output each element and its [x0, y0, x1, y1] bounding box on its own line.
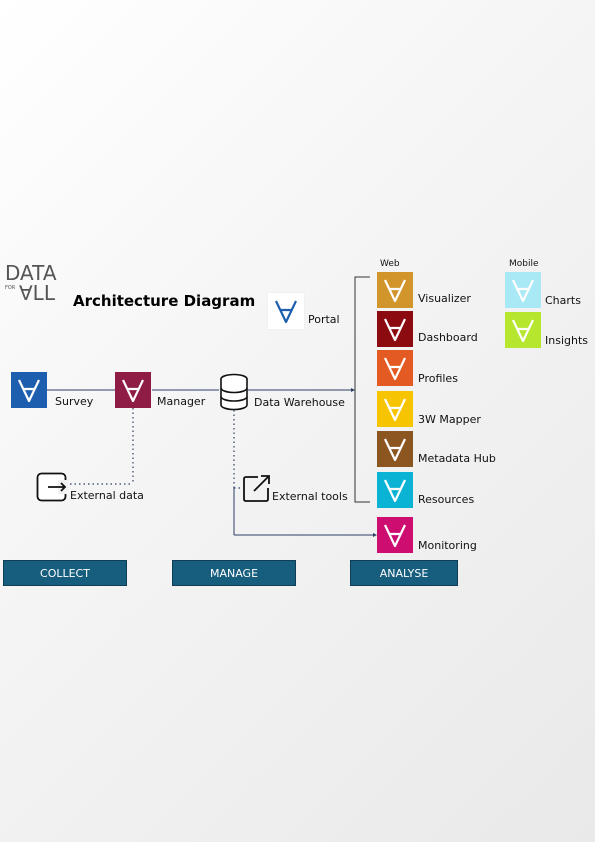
insights-tile[interactable]	[505, 312, 541, 348]
3w-mapper-tile[interactable]	[377, 391, 413, 427]
import-icon[interactable]	[36, 472, 68, 502]
phase-analyse: ANALYSE	[350, 560, 458, 586]
manager-tile[interactable]	[115, 372, 151, 408]
dashboard-label: Dashboard	[418, 331, 478, 344]
mobile-heading: Mobile	[509, 259, 539, 269]
forall-icon	[384, 357, 406, 381]
forall-icon	[512, 319, 534, 343]
external-data-label: External data	[70, 489, 144, 502]
logo-small-text: FOR	[5, 285, 16, 291]
logo-line1: DATA	[5, 261, 57, 285]
page-title: Architecture Diagram	[73, 292, 256, 310]
survey-tile[interactable]	[11, 372, 47, 408]
forall-icon	[384, 398, 406, 422]
dashboard-tile[interactable]	[377, 311, 413, 347]
phase-manage: MANAGE	[172, 560, 296, 586]
insights-label: Insights	[545, 334, 589, 347]
resources-tile[interactable]	[377, 472, 413, 508]
monitoring-tile[interactable]	[377, 517, 413, 553]
portal-tile[interactable]	[268, 293, 304, 329]
forall-icon	[122, 379, 144, 403]
visualizer-tile[interactable]	[377, 272, 413, 308]
profiles-tile[interactable]	[377, 350, 413, 386]
external-tools-label: External tools	[272, 490, 348, 503]
visualizer-label: Visualizer	[418, 292, 471, 305]
profiles-label: Profiles	[418, 372, 458, 385]
survey-label: Survey	[55, 395, 94, 408]
metadata-hub-tile[interactable]	[377, 431, 413, 467]
forall-icon	[275, 300, 297, 324]
portal-label: Portal	[308, 313, 340, 326]
forall-icon	[384, 479, 406, 503]
resources-label: Resources	[418, 493, 475, 506]
charts-tile[interactable]	[505, 272, 541, 308]
logo-line2: ∀LL	[19, 281, 55, 305]
web-heading: Web	[380, 259, 400, 269]
external-link-icon[interactable]	[242, 475, 271, 503]
metadata-hub-label: Metadata Hub	[418, 452, 496, 465]
forall-icon	[512, 279, 534, 303]
3w-mapper-label: 3W Mapper	[418, 413, 481, 426]
database-icon[interactable]	[219, 373, 249, 411]
phase-collect: COLLECT	[3, 560, 127, 586]
forall-icon	[384, 279, 406, 303]
forall-icon	[384, 438, 406, 462]
data-warehouse-label: Data Warehouse	[254, 396, 345, 409]
manager-label: Manager	[157, 395, 206, 408]
forall-icon	[384, 318, 406, 342]
forall-icon	[18, 379, 40, 403]
data-for-all-logo: DATA FOR ∀LL	[5, 263, 57, 303]
monitoring-label: Monitoring	[418, 539, 477, 552]
forall-icon	[384, 524, 406, 548]
charts-label: Charts	[545, 294, 581, 307]
